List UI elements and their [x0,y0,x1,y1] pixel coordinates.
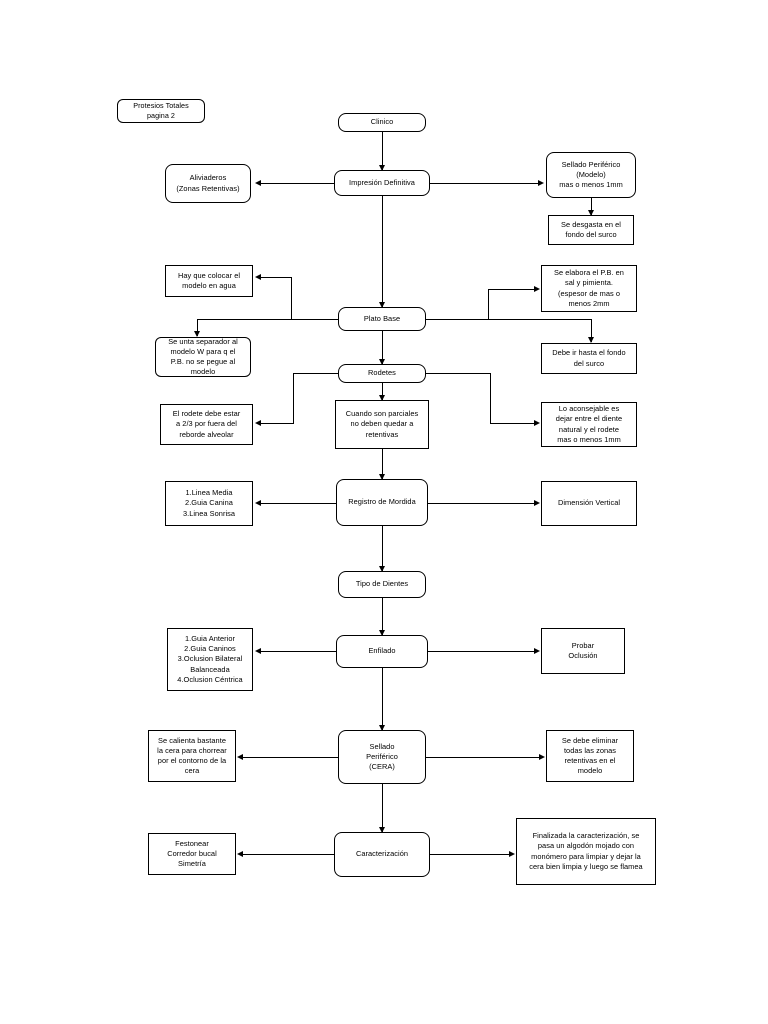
arrowhead-caracterizacion-top [378,827,385,833]
connector-caracterizacion-finalizada [430,854,511,855]
arrowhead-sedesgasta [587,210,594,216]
connector-sellado-caracterizacion [382,784,383,832]
arrowhead-debe-ir-fondo [587,337,594,343]
arrowhead-sellado-modelo [538,179,544,186]
connector-rodetes-loaconsejable [490,423,536,424]
arrowhead-tipodientes-top [378,566,385,572]
arrowhead-se-debe-eliminar [539,753,545,760]
node-aliviaderos[interactable]: Aliviaderos (Zonas Retentivas) [165,164,251,203]
arrowhead-aliviaderos [255,179,261,186]
node-festonear[interactable]: Festonear Corredor bucal Simetría [148,833,236,875]
node-sellado-periferico-cera[interactable]: Sellado Periférico (CERA) [338,730,426,784]
connector-rodetes-elrodete [258,423,294,424]
connector-cuando-registro [382,449,383,479]
connector-platobase-haycolocar [258,277,292,278]
arrowhead-probar-oclusion [534,647,540,654]
arrowhead-el-rodete [255,419,261,426]
arrowhead-registro-top [378,474,385,480]
connector-tipodientes-enfilado [382,598,383,635]
connector-platobase-right-riser [488,289,489,320]
connector-platobase-rodetes [382,331,383,364]
arrowhead-finalizada [509,850,515,857]
connector-platobase-seelabora [488,289,536,290]
node-enfilado[interactable]: Enfilado [336,635,428,668]
connector-rodetes-right-drop [490,373,491,423]
node-se-unta-separador[interactable]: Se unta separador al modelo W para q el … [155,337,251,377]
connector-platobase-left-lower [197,319,292,320]
node-probar-oclusion[interactable]: Probar Oclusión [541,628,625,674]
connector-enfilado-guias [258,651,336,652]
node-finalizada-caracterizacion[interactable]: Finalizada la caracterización, se pasa u… [516,818,656,885]
connector-registro-tipodientes [382,526,383,571]
connector-sellado-sedebeeliminar [426,757,541,758]
node-se-debe-eliminar[interactable]: Se debe eliminar todas las zonas retenti… [546,730,634,782]
arrowhead-dimension-vertical [534,499,540,506]
arrowhead-se-elabora-pb [534,285,540,292]
arrowhead-impresion-top [378,165,385,171]
connector-registro-lineas [258,503,336,504]
connector-enfilado-sellado [382,668,383,730]
connector-caracterizacion-festonear [240,854,334,855]
connector-selladomodelo-sedesgasta [591,198,592,215]
node-plato-base[interactable]: Plato Base [338,307,426,331]
node-dimension-vertical[interactable]: Dimensión Vertical [541,481,637,526]
arrowhead-se-calienta-cera [237,753,243,760]
connector-platobase-seunta-drop [197,319,198,336]
connector-debeir-drop [591,319,592,342]
connector-registro-dimension [428,503,536,504]
connector-impresion-platobase [382,196,383,307]
arrowhead-hay-que-colocar [255,273,261,280]
node-lo-aconsejable[interactable]: Lo aconsejable es dejar entre el diente … [541,402,637,447]
connector-clinico-impresion [382,131,383,170]
node-lineas-guia[interactable]: 1.Linea Media 2.Guia Canina 3.Linea Sonr… [165,481,253,526]
arrowhead-platobase-top [378,302,385,308]
arrowhead-enfilado-top [378,630,385,636]
connector-sellado-secalienta [240,757,338,758]
arrowhead-festonear [237,850,243,857]
node-impresion-definitiva[interactable]: Impresión Definitiva [334,170,430,196]
node-se-elabora-pb[interactable]: Se elabora el P.B. en sal y pimienta. (e… [541,265,637,312]
arrowhead-se-unta [193,331,200,337]
node-sellado-periferico-modelo[interactable]: Sellado Periférico (Modelo) mas o menos … [546,152,636,198]
node-hay-que-colocar[interactable]: Hay que colocar el modelo en agua [165,265,253,297]
arrowhead-lo-aconsejable [534,419,540,426]
connector-rodetes-cuando [382,383,383,400]
arrowhead-rodetes-top [378,359,385,365]
node-clinico[interactable]: Clinico [338,113,426,132]
node-se-calienta-cera[interactable]: Se calienta bastante la cera para chorre… [148,730,236,782]
node-guias-oclusion[interactable]: 1.Guia Anterior 2.Guia Caninos 3.Oclusio… [167,628,253,691]
connector-platobase-left-stem [291,319,338,320]
node-rodetes[interactable]: Rodetes [338,364,426,383]
node-se-desgasta-surco[interactable]: Se desgasta en el fondo del surco [548,215,634,245]
connector-enfilado-probar [428,651,536,652]
arrowhead-cuando-top [378,395,385,401]
title-box: Protesios Totales pagina 2 [117,99,205,123]
arrowhead-guias-oclusion [255,647,261,654]
node-caracterizacion[interactable]: Caracterización [334,832,430,877]
node-cuando-son-parciales[interactable]: Cuando son parciales no deben quedar a r… [335,400,429,449]
node-debe-ir-hasta-el-fondo[interactable]: Debe ir hasta el fondo del surco [541,343,637,374]
connector-platobase-left-riser [291,277,292,320]
connector-rodetes-right-stem [426,373,490,374]
connector-impresion-selladomodelo [430,183,540,184]
connector-rodetes-left-stem [293,373,338,374]
connector-rodetes-left-drop [293,373,294,423]
node-el-rodete-debe-estar[interactable]: El rodete debe estar a 2/3 por fuera del… [160,404,253,445]
node-registro-de-mordida[interactable]: Registro de Mordida [336,479,428,526]
connector-impresion-aliviaderos [258,183,334,184]
node-tipo-de-dientes[interactable]: Tipo de Dientes [338,571,426,598]
arrowhead-lineas-guia [255,499,261,506]
connector-platobase-right-lower [426,319,592,320]
arrowhead-sellado-top [378,725,385,731]
